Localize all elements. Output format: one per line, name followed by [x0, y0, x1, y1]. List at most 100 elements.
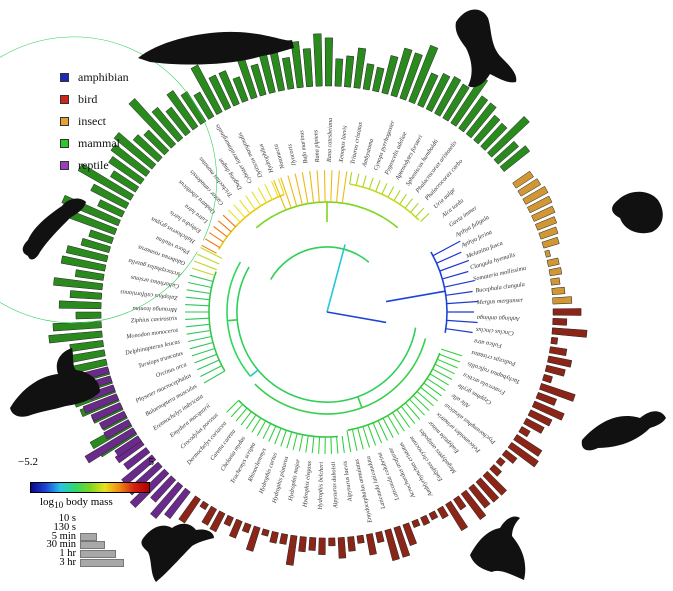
tree-branch-radial — [439, 353, 461, 363]
duration-label: 30 min — [46, 539, 76, 551]
duration-bar-mammal — [458, 95, 489, 133]
legend-label: reptile — [78, 157, 109, 172]
duration-bar-mammal — [53, 277, 104, 291]
duration-bar-bird — [475, 477, 500, 503]
tree-branch-radial — [437, 358, 458, 369]
duration-bar-insect — [546, 257, 560, 267]
tree-branch-radial — [362, 175, 367, 188]
duration-bar-bird — [269, 531, 279, 544]
duration-bar-mammal — [77, 163, 135, 201]
tree-branch-radial — [387, 186, 395, 198]
duration-bar-reptile — [114, 439, 145, 464]
taxon-label: Zalophus californianus — [119, 288, 178, 301]
tree-branch-radial — [341, 171, 348, 204]
tree-branch-radial — [330, 436, 333, 454]
duration-bar-bird — [507, 441, 539, 468]
tree-branch-radial — [185, 296, 210, 301]
tree-branch-radial — [382, 417, 394, 438]
tree-branch-radial — [318, 436, 321, 454]
tree-branch-radial — [194, 353, 217, 364]
tree-branch-arc — [254, 338, 427, 415]
legend-label: amphibian — [78, 69, 129, 84]
duration-bar-bird — [356, 534, 365, 544]
tree-branch-radial — [416, 391, 434, 407]
tree-branch-radial — [262, 423, 272, 439]
tree-branch-arc — [255, 201, 399, 229]
tree-branch-arc — [0, 36, 217, 324]
duration-bar-mammal — [282, 57, 295, 90]
tree-branch-radial — [351, 429, 358, 451]
duration-bar-mammal — [52, 321, 102, 332]
duration-bar-bird — [453, 495, 467, 511]
cormorant-icon — [470, 516, 526, 580]
duration-bar-bird — [539, 382, 576, 402]
taxon-label: Hydrophis elegans — [301, 460, 313, 508]
duration-bar-insect — [512, 170, 534, 189]
dive-duration-bars — [48, 33, 588, 566]
duration-bar-mammal — [180, 91, 207, 125]
duration-bar-mammal — [88, 229, 114, 245]
tree-branch-arc — [208, 271, 226, 372]
duration-bar-mammal — [74, 269, 105, 281]
tree-branch-radial — [273, 180, 287, 211]
duration-bar-mammal — [417, 72, 439, 108]
duration-bar-bird — [501, 449, 518, 464]
body-mass-colorbar: −5.2 5 log10 body mass — [18, 456, 154, 510]
tree-branch-radial — [274, 428, 282, 445]
duration-bar-bird — [542, 373, 553, 384]
tree-branch-radial — [393, 190, 401, 201]
taxon-label: Triturus cristatus — [349, 121, 364, 165]
duration-bar-mammal — [480, 122, 508, 151]
duration-bar-mammal — [302, 48, 314, 88]
tree-branch-radial — [203, 370, 226, 384]
duration-bar-mammal — [60, 255, 107, 272]
duration-bar-mammal — [69, 290, 103, 300]
tree-branch-radial — [228, 209, 241, 223]
duration-bar-mammal — [232, 76, 249, 103]
duration-bar-bird — [393, 525, 411, 558]
duration-bar-mammal — [290, 41, 304, 89]
duration-bar-bird — [460, 489, 487, 521]
taxon-label: Bucephala clangula — [475, 281, 525, 294]
taxon-label: Rana pipiens — [312, 129, 321, 163]
tree-branch-radial — [245, 195, 256, 210]
tree-branch-radial — [201, 244, 217, 254]
duration-bar-bird — [375, 531, 385, 544]
tree-branch-radial — [257, 187, 267, 203]
duration-bar-insect — [550, 277, 561, 286]
duration-bar-bird — [318, 537, 326, 555]
whale-icon — [138, 31, 294, 65]
duration-bar-reptile — [121, 454, 157, 486]
duration-bar-bird — [328, 537, 336, 547]
tree-branch-radial — [200, 247, 223, 259]
tree-branch-radial — [256, 420, 267, 436]
duration-bar-reptile — [84, 427, 137, 464]
tree-branch-radial — [426, 377, 446, 392]
duration-bar-bird — [308, 537, 317, 551]
silhouettes — [10, 9, 666, 582]
taxon-label: Monodon monoceros — [125, 327, 179, 341]
tree-branch-radial — [251, 191, 262, 207]
duration-bar-reptile — [164, 487, 191, 520]
tree-branch-radial — [245, 414, 257, 430]
duration-bar-mammal — [128, 98, 177, 149]
taxon-label: Rana catesbeiana — [326, 118, 334, 163]
duration-bar-bird — [468, 483, 491, 509]
tree-branch-radial — [230, 403, 244, 418]
tree-branch-radial — [446, 300, 478, 305]
tree-branch-radial — [200, 365, 223, 377]
duration-bar-mammal — [408, 44, 439, 105]
duration-bar — [80, 550, 116, 559]
duration-bar-bird — [384, 528, 400, 562]
tree-branch-radial — [287, 175, 298, 207]
legend-swatch — [60, 72, 69, 82]
tree-branch-radial — [213, 226, 228, 238]
duration-bar-bird — [420, 514, 431, 526]
tree-branch-radial — [185, 323, 210, 328]
duration-bar-insect — [551, 286, 566, 295]
tree-branch-radial — [420, 213, 430, 223]
colorbar-label: log10 body mass — [40, 496, 113, 511]
taxon-label: Hydrophis belcheri — [317, 461, 325, 510]
legend-swatch — [60, 138, 69, 148]
duration-label: 3 hr — [59, 556, 76, 568]
